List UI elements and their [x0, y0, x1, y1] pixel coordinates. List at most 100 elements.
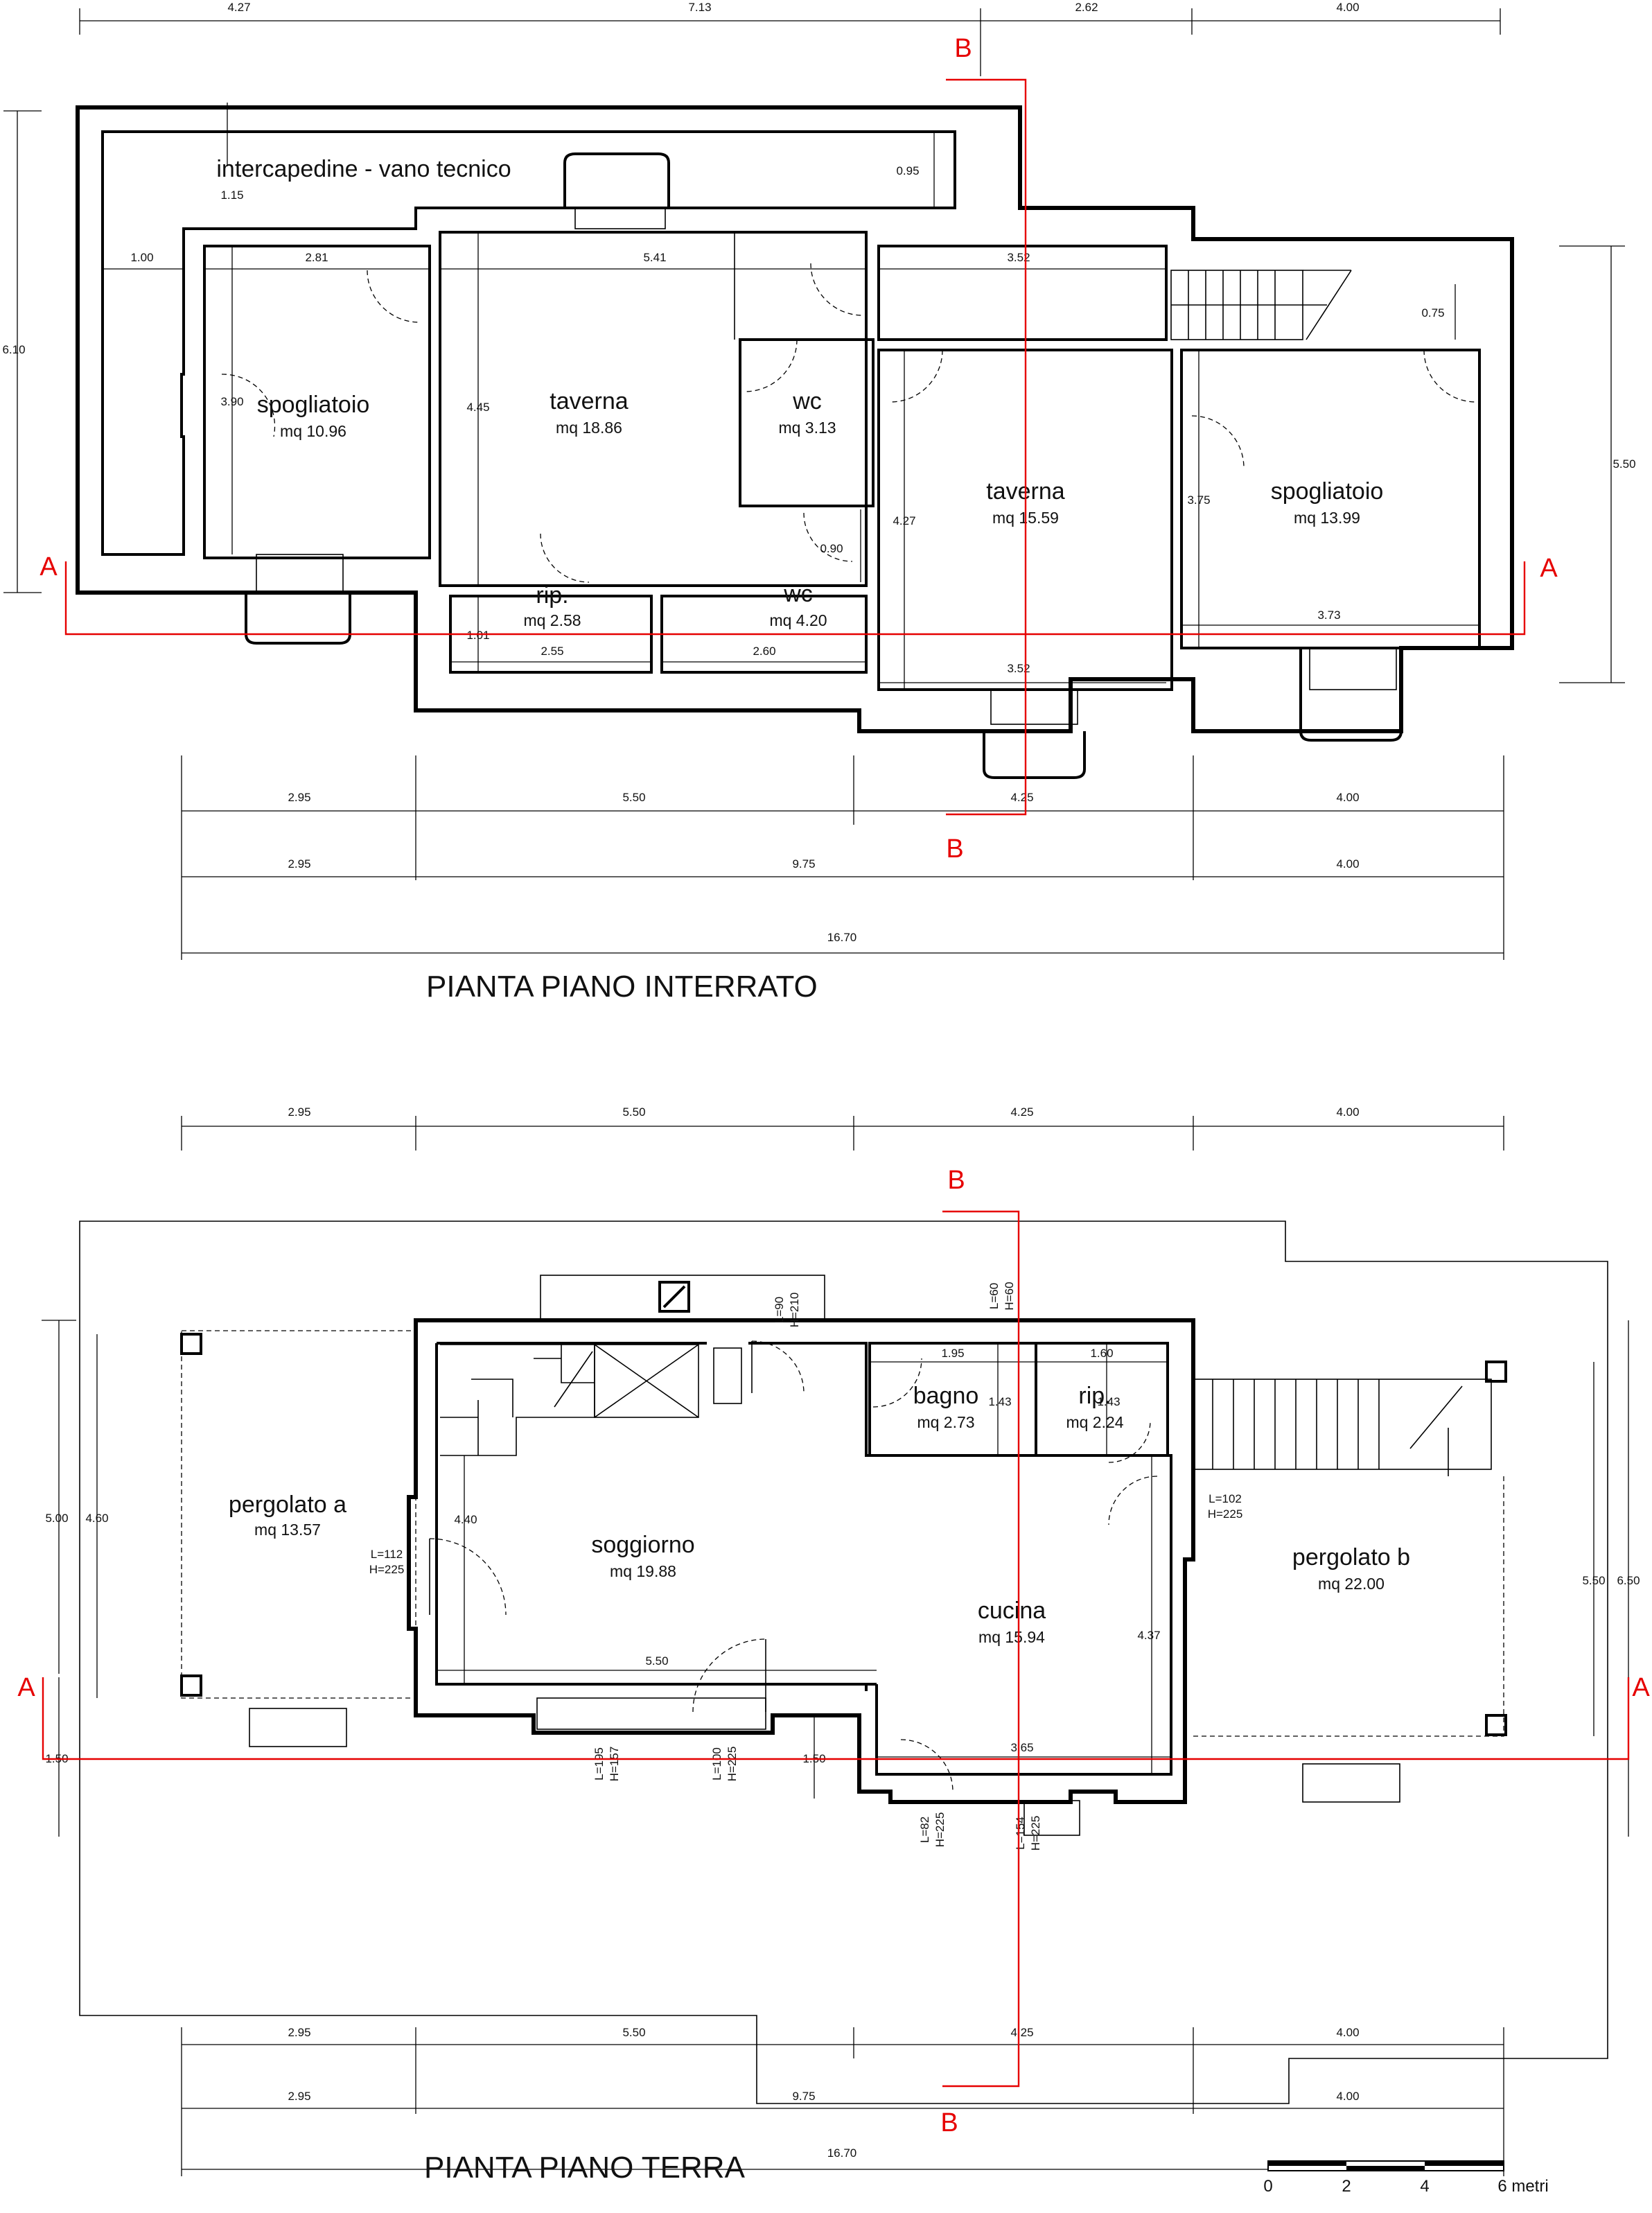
pergolato-a-post-1 — [180, 1333, 202, 1355]
dim-3-73: 3.73 — [1317, 609, 1340, 622]
dim-ground-b2-1: 2.95 — [288, 2090, 310, 2103]
dim-1-60: 1.60 — [1090, 1347, 1113, 1360]
dim-0-90: 0.90 — [820, 542, 843, 555]
opening-l82: L=82 — [918, 1817, 931, 1843]
section-b-bottom-ground: B — [940, 2108, 958, 2137]
section-a-left-basement: A — [39, 552, 58, 581]
dim-0-75: 0.75 — [1421, 306, 1444, 320]
room-area-pergolato-b: mq 22.00 — [1318, 1575, 1385, 1593]
dim-ground-b1-4: 4.00 — [1336, 2026, 1359, 2039]
ground-site-boundary — [79, 1221, 1608, 2104]
room-name-spogliatoio-1: spogliatoio — [257, 392, 370, 418]
opening-l100: L=100 — [710, 1747, 723, 1781]
pergolato-a-post-2 — [180, 1674, 202, 1697]
dim-1-01: 1.01 — [466, 629, 489, 642]
room-area-rip-1: mq 2.58 — [523, 611, 581, 629]
opening-h157: H=157 — [608, 1747, 621, 1782]
opening-h225-c: H=225 — [726, 1747, 739, 1782]
dim-1-00: 1.00 — [130, 251, 153, 264]
dim-2-55: 2.55 — [541, 645, 563, 658]
dim-3-90: 3.90 — [220, 395, 243, 408]
room-area-spogliatoio-1: mq 10.96 — [280, 422, 346, 440]
ground-door-swings — [429, 1340, 1158, 1792]
room-area-rip-2: mq 2.24 — [1066, 1413, 1123, 1431]
opening-h60: H=60 — [1003, 1282, 1016, 1310]
room-name-wc-2: wc — [783, 581, 813, 607]
dim-1-43-bagno: 1.43 — [988, 1395, 1011, 1408]
light-well-b — [1302, 1763, 1400, 1803]
dim-5-00: 5.00 — [45, 1512, 68, 1525]
basement-stair — [1170, 270, 1352, 340]
room-name-rip-1: rip. — [536, 582, 568, 609]
opening-l90: L=90 — [773, 1297, 786, 1323]
scale-label-0: 0 — [1263, 2177, 1272, 2196]
ground-interior-stair — [440, 1344, 699, 1456]
dim-ground-b2-3: 4.00 — [1336, 2090, 1359, 2103]
scale-bar: 0 2 4 6 metri — [1263, 2160, 1549, 2196]
ground-inner-wall — [435, 1342, 1172, 1776]
ground-plan-title-block: PIANTA PIANO TERRA — [424, 2151, 745, 2213]
dim-basement-b2-2: 9.75 — [792, 857, 815, 871]
basement-intercapedine-wall — [101, 130, 956, 556]
dim-basement-b1-2: 5.50 — [622, 791, 645, 804]
dim-ground-top-1: 2.95 — [288, 1105, 310, 1119]
ground-section-lines: A A B B — [17, 1166, 1650, 2137]
room-area-soggiorno: mq 19.88 — [610, 1562, 676, 1580]
ground-plan-title-text: PIANTA PIANO TERRA — [424, 2151, 745, 2185]
dim-basement-top-4: 4.00 — [1336, 1, 1359, 14]
pergolato-b-post-1 — [1485, 1361, 1507, 1383]
room-area-bagno: mq 2.73 — [917, 1413, 974, 1431]
dim-ground-b1-2: 5.50 — [622, 2026, 645, 2039]
section-b-top-ground: B — [947, 1166, 965, 1195]
dim-5-41: 5.41 — [643, 251, 666, 264]
ground-opening-labels: L=90 H=210 L=60 H=60 L=112 H=225 L=102 H… — [369, 1282, 1243, 1851]
basement-inner-dimensions: 0.95 1.15 1.00 2.81 5.41 3.52 0.75 6.10 … — [2, 103, 1636, 690]
dim-ground-b2-2: 9.75 — [792, 2090, 815, 2103]
ground-outer-wall — [407, 1318, 1195, 1804]
room-name-spogliatoio-2: spogliatoio — [1271, 478, 1384, 505]
dim-1-15: 1.15 — [220, 189, 243, 202]
basement-section-lines: A A B B — [39, 34, 1558, 864]
room-name-soggiorno: soggiorno — [591, 1532, 694, 1558]
dim-basement-b2-1: 2.95 — [288, 857, 310, 871]
dim-1-95: 1.95 — [941, 1347, 964, 1360]
dim-basement-top-2: 7.13 — [688, 1, 711, 14]
ground-top-dimensions: 2.95 5.50 4.25 4.00 — [181, 1105, 1504, 1151]
section-a-right-basement: A — [1540, 554, 1558, 583]
dim-4-45: 4.45 — [466, 401, 489, 414]
section-a-left-ground: A — [17, 1673, 35, 1702]
pergolato-b-post-2 — [1485, 1714, 1507, 1736]
dim-0-95: 0.95 — [896, 164, 919, 177]
dim-basement-top-1: 4.27 — [227, 1, 250, 14]
dim-5-50-right: 5.50 — [1613, 457, 1635, 471]
opening-h225-d: H=225 — [933, 1812, 947, 1848]
dim-3-52-bottom: 3.52 — [1007, 662, 1030, 675]
dim-4-40: 4.40 — [454, 1513, 477, 1526]
room-name-wc-1: wc — [792, 388, 822, 414]
ground-exterior-stair — [1193, 1379, 1492, 1476]
dim-2-60: 2.60 — [753, 645, 775, 658]
dim-4-27: 4.27 — [893, 514, 915, 527]
dim-4-60: 4.60 — [85, 1512, 108, 1525]
dim-basement-b2-3: 4.00 — [1336, 857, 1359, 871]
ground-room-walls — [536, 1275, 1169, 1730]
basement-plan-title: PIANTA PIANO INTERRATO — [426, 970, 818, 1004]
pergolato-a-outline — [181, 1330, 416, 1699]
dim-6-10: 6.10 — [2, 343, 25, 356]
ground-plan: 2.95 5.50 4.25 4.00 — [17, 1105, 1650, 2176]
basement-light-wells — [245, 152, 1403, 779]
opening-l154: L=154 — [1014, 1817, 1027, 1850]
scale-label-2: 2 — [1342, 2177, 1351, 2196]
dim-5-50-ground-right: 5.50 — [1582, 1574, 1605, 1587]
room-name-bagno: bagno — [913, 1383, 979, 1409]
basement-top-dimensions: 4.27 7.13 2.62 4.00 — [79, 1, 1501, 76]
opening-h225-b: H=225 — [1208, 1507, 1243, 1521]
section-b-top-basement: B — [954, 34, 972, 63]
room-name-cucina: cucina — [978, 1598, 1046, 1624]
dim-ground-top-2: 5.50 — [622, 1105, 645, 1119]
scale-label-6: 6 metri — [1497, 2177, 1548, 2196]
dim-ground-top-4: 4.00 — [1336, 1105, 1359, 1119]
dim-6-50: 6.50 — [1617, 1574, 1640, 1587]
dim-1-43-rip: 1.43 — [1097, 1395, 1120, 1408]
dim-ground-b1-1: 2.95 — [288, 2026, 310, 2039]
